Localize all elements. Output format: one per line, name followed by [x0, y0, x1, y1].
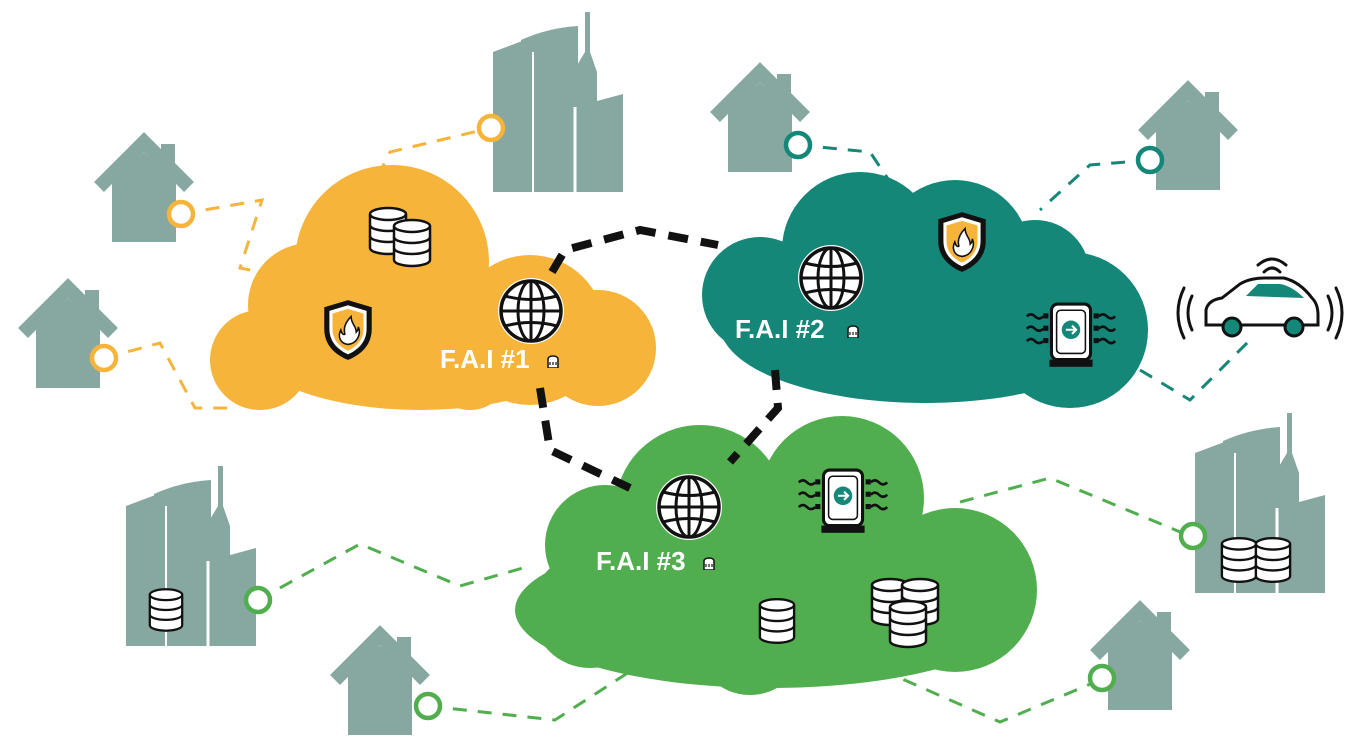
globe-icon: [496, 276, 566, 346]
database-icon: [148, 587, 184, 633]
link-isp1-isp2: [548, 225, 719, 275]
endpoint-rings: [89, 113, 1208, 721]
link-isp3-house-right: [899, 676, 1101, 724]
isp1-cloud: [210, 165, 656, 410]
office-building-icon: [493, 12, 623, 192]
globe-icon: [796, 243, 866, 313]
database-icon: [758, 597, 796, 645]
endpoint-ring: [783, 130, 813, 160]
globe-icon: [654, 472, 724, 542]
link-isp2-house-right: [1038, 158, 1151, 212]
database-icon: [888, 599, 928, 649]
endpoint-ring: [1178, 521, 1208, 551]
network-plug-icon: [703, 557, 715, 570]
link-isp3-building-right: [959, 476, 1191, 538]
link-isp3-house-bottom: [427, 650, 661, 722]
database-icon: [1254, 536, 1292, 584]
link-isp3-building-left: [257, 542, 531, 602]
isp3-cloud: [515, 416, 1037, 695]
isp2-cloud: [702, 172, 1148, 408]
endpoint-ring: [413, 691, 443, 721]
connected-car-icon: [1176, 257, 1344, 340]
network-plug-icon: [847, 325, 859, 338]
endpoint-ring: [476, 113, 506, 143]
link-isp2-isp3: [727, 369, 783, 465]
database-icon: [392, 218, 432, 268]
isp3-label: F.A.I #3: [596, 546, 686, 576]
endpoint-ring: [1087, 663, 1117, 693]
network-plug-icon: [547, 355, 559, 368]
endpoint-ring: [1135, 145, 1165, 175]
house-icon: [335, 635, 425, 735]
interconnect-links: [536, 225, 783, 492]
house-icon: [1143, 90, 1233, 190]
link-isp1-house-left: [103, 341, 232, 410]
endpoint-ring: [89, 343, 119, 373]
isp2-label: F.A.I #2: [735, 314, 825, 344]
house-icon: [1095, 610, 1185, 710]
endpoint-ring: [166, 199, 196, 229]
isp1-label: F.A.I #1: [440, 344, 530, 374]
house-icon: [23, 288, 113, 388]
database-icon: [1220, 536, 1258, 584]
endpoint-ring: [243, 585, 273, 615]
link-isp2-car: [1139, 338, 1252, 402]
office-building-icon: [126, 465, 256, 647]
